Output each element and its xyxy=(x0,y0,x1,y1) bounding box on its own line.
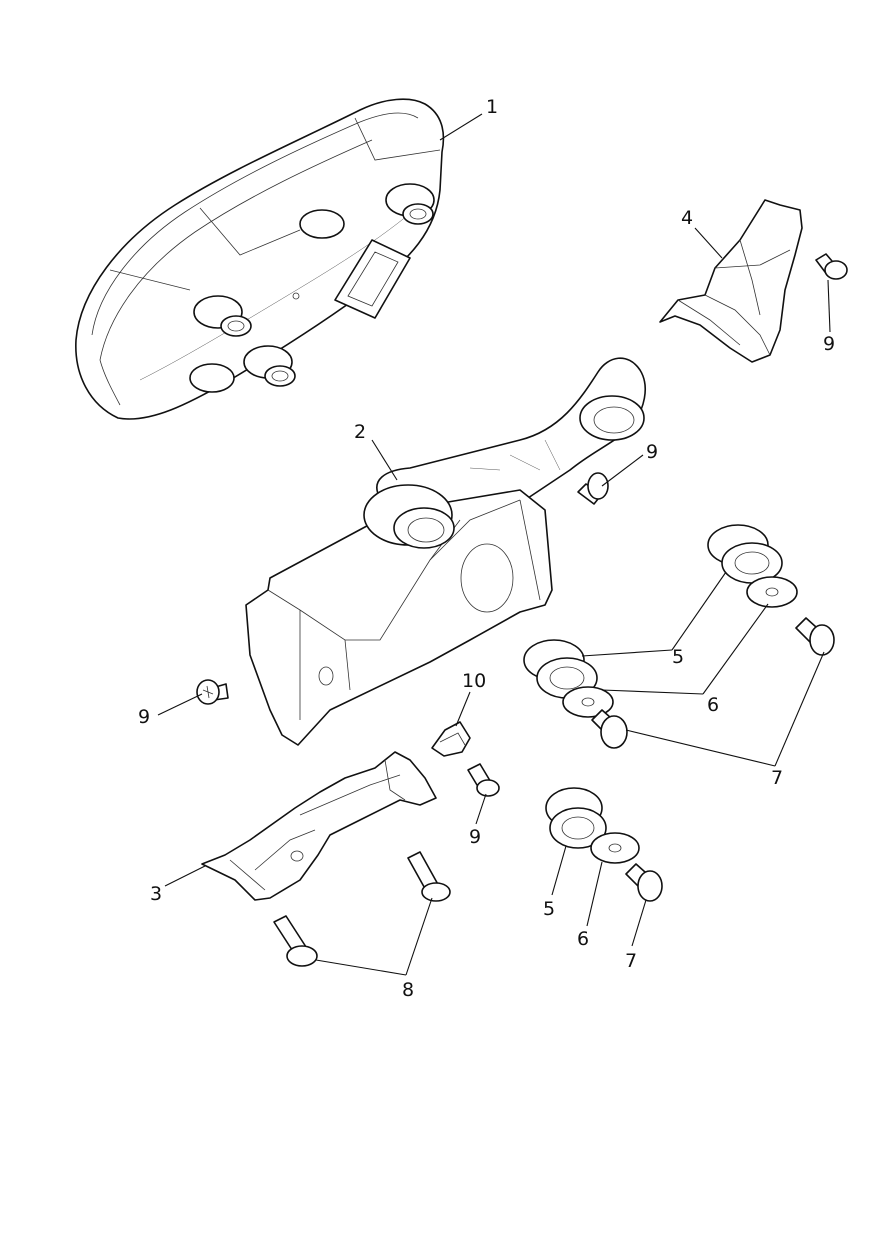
callout-5-b: 5 xyxy=(543,898,555,920)
callout-9-middle: 9 xyxy=(646,441,658,463)
housing-connector-socket xyxy=(334,239,411,319)
callout-5-a: 5 xyxy=(672,646,684,668)
housing-boss-bottom xyxy=(243,345,296,387)
part-2-main-bracket xyxy=(245,357,646,746)
housing-boss-top-right xyxy=(385,183,435,225)
callout-9-lower: 9 xyxy=(469,826,481,848)
housing-recess-top xyxy=(299,209,345,239)
callout-7-b: 7 xyxy=(625,950,637,972)
bracket-upper-boss xyxy=(579,395,645,441)
part-4-side-bracket xyxy=(659,199,803,363)
callout-6-a: 6 xyxy=(707,694,719,716)
screw-7-top xyxy=(795,617,835,656)
callout-2: 2 xyxy=(354,421,366,443)
callout-10: 10 xyxy=(462,670,486,692)
clip-nut-10 xyxy=(431,721,471,757)
callout-7-a: 7 xyxy=(771,767,783,789)
screw-9-left xyxy=(196,679,229,705)
screw-7-middle xyxy=(591,709,628,749)
screw-9-top-right xyxy=(815,253,848,280)
callout-8: 8 xyxy=(402,979,414,1001)
part-3-lower-bracket xyxy=(201,751,437,901)
callout-1: 1 xyxy=(486,96,498,118)
leader-lines xyxy=(157,113,831,976)
housing-boss-left xyxy=(193,295,252,337)
washer-6-top xyxy=(746,576,798,608)
grommet-5-bottom xyxy=(545,787,607,849)
callout-3: 3 xyxy=(150,883,162,905)
washer-6-middle xyxy=(562,686,614,718)
grommet-5-top xyxy=(707,524,783,584)
screw-9-lower xyxy=(467,763,500,797)
housing-recess-bottom xyxy=(189,363,235,393)
screw-7-bottom xyxy=(625,863,663,902)
callout-6-b: 6 xyxy=(577,928,589,950)
screw-8-lower xyxy=(273,915,318,967)
callout-4: 4 xyxy=(681,207,693,229)
screw-9-middle xyxy=(577,472,609,505)
callout-9-left: 9 xyxy=(138,706,150,728)
callout-labels: 1 2 3 4 5 5 6 6 7 7 8 9 9 9 9 10 xyxy=(138,96,835,1001)
callout-9-top-right: 9 xyxy=(823,333,835,355)
screw-8-upper xyxy=(407,851,451,902)
part-1-instrument-housing xyxy=(75,98,445,420)
washer-6-bottom xyxy=(590,832,640,864)
